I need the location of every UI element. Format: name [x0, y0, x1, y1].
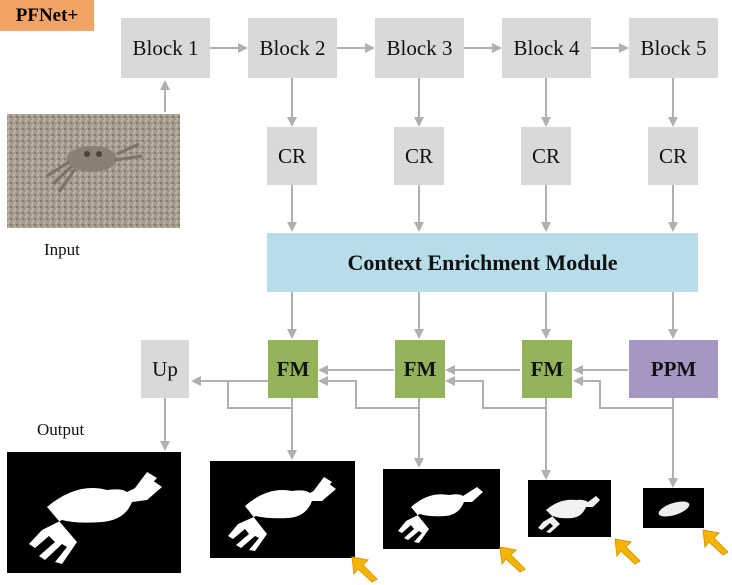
crab-mask-3	[398, 487, 483, 543]
crab-mask-2	[228, 477, 336, 551]
context-enrichment-module: Context Enrichment Module	[267, 233, 698, 292]
output-mask-final	[7, 452, 181, 573]
fm-box-2: FM	[268, 340, 318, 398]
fm-box-4: FM	[522, 340, 572, 398]
output-mask-fm2	[210, 461, 355, 558]
input-image	[7, 114, 180, 228]
arrow-icon	[351, 556, 378, 583]
block-5: Block 5	[629, 18, 718, 78]
block-1: Block 1	[121, 18, 210, 78]
arrow-icon	[614, 538, 641, 565]
cr-box-3: CR	[394, 127, 444, 185]
output-mask-fm3	[383, 469, 500, 549]
ppm-box: PPM	[629, 340, 718, 398]
block-2: Block 2	[248, 18, 337, 78]
crab-mask-final	[29, 472, 162, 564]
block-3: Block 3	[375, 18, 464, 78]
model-title: PFNet+	[0, 0, 94, 31]
output-mask-fm4	[528, 480, 611, 537]
arrow-icon	[499, 546, 526, 573]
output-mask-ppm	[643, 488, 704, 528]
crab-mask-5	[658, 501, 690, 517]
input-crab-illustration	[7, 114, 180, 228]
output-caption: Output	[37, 420, 85, 439]
up-box: Up	[141, 340, 189, 398]
cr-box-2: CR	[267, 127, 317, 185]
cr-box-5: CR	[648, 127, 698, 185]
crab-mask-4	[538, 496, 600, 533]
block-4: Block 4	[502, 18, 591, 78]
fm-box-3: FM	[395, 340, 445, 398]
input-caption: Input	[44, 240, 80, 259]
cr-box-4: CR	[521, 127, 571, 185]
arrow-icon	[702, 529, 729, 556]
